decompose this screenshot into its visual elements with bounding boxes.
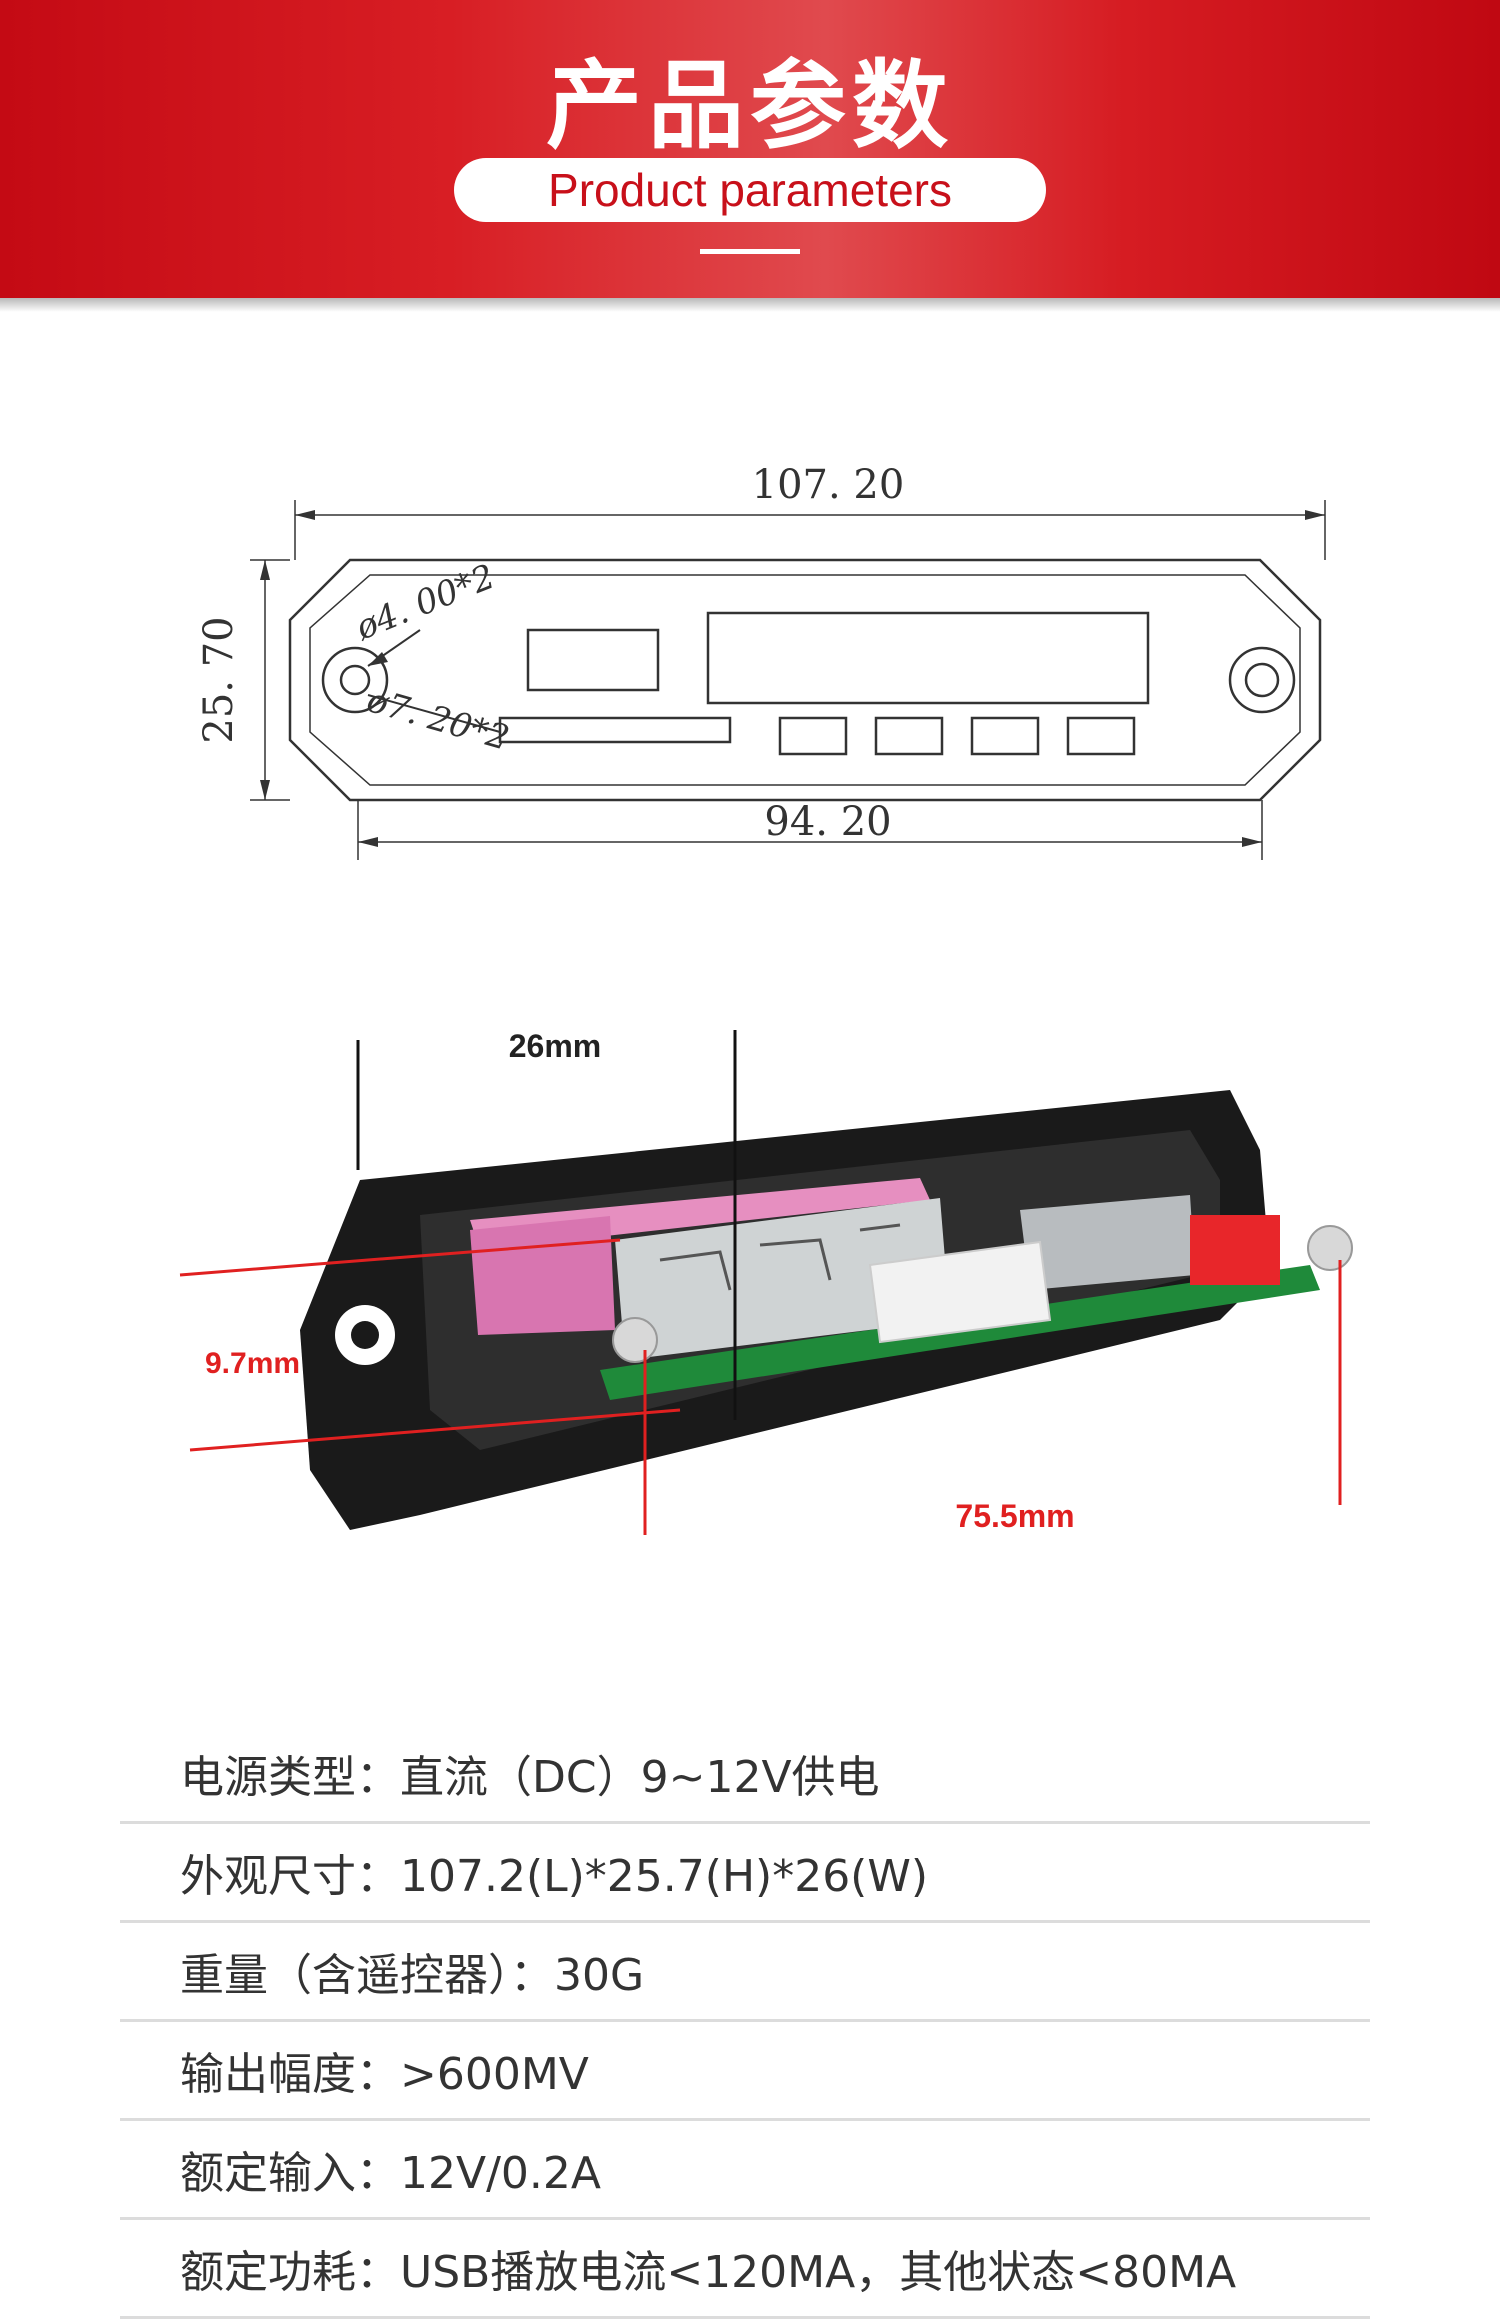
depth-label: 26mm bbox=[509, 1028, 602, 1064]
dim-height: 25. 70 bbox=[196, 616, 242, 743]
spec-text: 电源类型：直流（DC）9~12V供电 bbox=[180, 1752, 880, 1803]
page-title: 产品参数 bbox=[546, 50, 954, 162]
hole-small-label: ø4. 00*2 bbox=[349, 557, 500, 649]
spec-row: 电源类型：直流（DC）9~12V供电 bbox=[120, 1725, 1370, 1824]
hole-large-label: ø7. 20*2 bbox=[362, 680, 514, 759]
spec-text: 额定输入：12V/0.2A bbox=[180, 2148, 601, 2199]
subtitle-pill: Product parameters bbox=[454, 158, 1046, 222]
thickness-label: 9.7mm bbox=[205, 1347, 300, 1380]
hole-right-inner bbox=[1244, 662, 1280, 698]
panel-outline bbox=[288, 558, 1322, 802]
lcd-side bbox=[470, 1216, 615, 1335]
hole-left-outer bbox=[321, 646, 389, 714]
spec-row: 额定功耗：USB播放电流<120MA，其他状态<80MA bbox=[120, 2220, 1370, 2319]
title-divider bbox=[700, 249, 800, 254]
spec-text: 外观尺寸：107.2(L)*25.7(H)*26(W) bbox=[180, 1851, 929, 1902]
panel-inner-outline bbox=[309, 574, 1301, 786]
header-shadow bbox=[0, 298, 1500, 312]
dimension-drawing: 107. 20 25. 70 94. 20 ø4. 00*2 ø7. 20*2 bbox=[196, 462, 1326, 860]
ir-window bbox=[526, 628, 660, 692]
spec-row: 额定输入：12V/0.2A bbox=[120, 2121, 1370, 2220]
spec-row: 重量（含遥控器）：30G bbox=[120, 1923, 1370, 2022]
spec-list: 电源类型：直流（DC）9~12V供电 外观尺寸：107.2(L)*25.7(H)… bbox=[120, 1725, 1370, 2319]
spec-row: 输出幅度：>600MV bbox=[120, 2022, 1370, 2121]
page-subtitle: Product parameters bbox=[548, 164, 952, 216]
button-3 bbox=[970, 716, 1040, 756]
hole-left-inner bbox=[339, 664, 371, 696]
white-connector bbox=[868, 1240, 1052, 1344]
card-slot bbox=[498, 716, 732, 744]
product-photo: 26mm 9.7mm 75.5mm bbox=[179, 1028, 1353, 1535]
header-banner bbox=[0, 0, 1500, 298]
pcb-top-board bbox=[615, 1198, 950, 1360]
screw-right bbox=[1307, 1225, 1353, 1271]
board-length-label: 75.5mm bbox=[955, 1498, 1074, 1534]
button-2 bbox=[874, 716, 944, 756]
dim-total-length: 107. 20 bbox=[752, 462, 905, 508]
hole-right-outer bbox=[1228, 646, 1296, 714]
spec-text: 重量（含遥控器）：30G bbox=[180, 1950, 645, 2001]
screw-left bbox=[612, 1317, 658, 1363]
spec-text: 输出幅度：>600MV bbox=[180, 2049, 589, 2100]
spec-row: 外观尺寸：107.2(L)*25.7(H)*26(W) bbox=[120, 1824, 1370, 1923]
display-window bbox=[706, 611, 1150, 705]
red-connector bbox=[1190, 1215, 1280, 1285]
button-1 bbox=[778, 716, 848, 756]
usb-port bbox=[1020, 1195, 1195, 1290]
button-4 bbox=[1066, 716, 1136, 756]
dim-hole-spacing: 94. 20 bbox=[764, 799, 891, 845]
spec-text: 额定功耗：USB播放电流<120MA，其他状态<80MA bbox=[180, 2247, 1237, 2298]
